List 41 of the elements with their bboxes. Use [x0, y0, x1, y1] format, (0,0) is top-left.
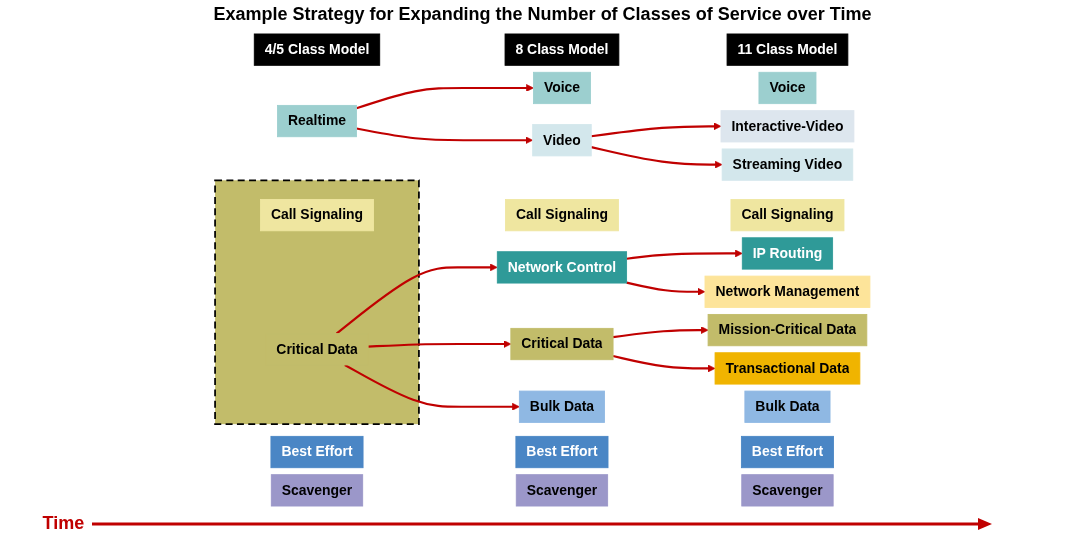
node-box: Scavenger	[741, 474, 834, 507]
node-text: Critical Data	[276, 341, 358, 357]
node-box: Network Management	[704, 275, 871, 308]
arrow	[344, 364, 520, 411]
arrow	[591, 146, 723, 169]
cluster	[214, 179, 420, 426]
node-box: Best Effort	[740, 435, 834, 469]
node-box: Interactive-Video	[720, 110, 855, 143]
node-box: Scavenger	[515, 474, 609, 507]
arrow	[591, 122, 722, 138]
arrow	[612, 354, 716, 373]
node-box: Call Signaling	[260, 199, 374, 232]
node-box: Best Effort	[270, 435, 364, 469]
node-box: IP Routing	[741, 237, 834, 270]
arrow	[368, 340, 512, 348]
node-box: Voice	[533, 71, 591, 105]
node-box: Voice	[758, 71, 817, 105]
arrow	[356, 127, 533, 145]
node-box: 8 Class Model	[504, 33, 620, 66]
node-box: 4/5 Class Model	[253, 33, 381, 66]
diagram-title: Example Strategy for Expanding the Number of Classes of Service over Time	[213, 4, 872, 25]
node-box: Streaming Video	[721, 148, 854, 181]
node-box: Call Signaling	[505, 199, 619, 232]
node-box: Bulk Data	[518, 390, 605, 423]
node-box: Call Signaling	[730, 199, 845, 232]
node-box: Network Control	[496, 251, 628, 284]
arrow	[626, 281, 706, 296]
node-box: Realtime	[277, 104, 357, 138]
arrow	[335, 263, 498, 335]
axis-label: Time	[42, 513, 85, 534]
node-box: Bulk Data	[744, 390, 831, 423]
node-box: Best Effort	[515, 435, 609, 469]
node-box: 11 Class Model	[726, 33, 849, 66]
arrow	[626, 249, 743, 260]
node-box: Mission-Critical Data	[707, 314, 868, 347]
node-box: Transactional Data	[714, 352, 861, 385]
arrow	[356, 84, 534, 110]
node-box: Video	[532, 124, 592, 157]
arrow	[612, 326, 709, 339]
node-box: Scavenger	[270, 474, 364, 507]
node-box: Critical Data	[510, 327, 614, 361]
